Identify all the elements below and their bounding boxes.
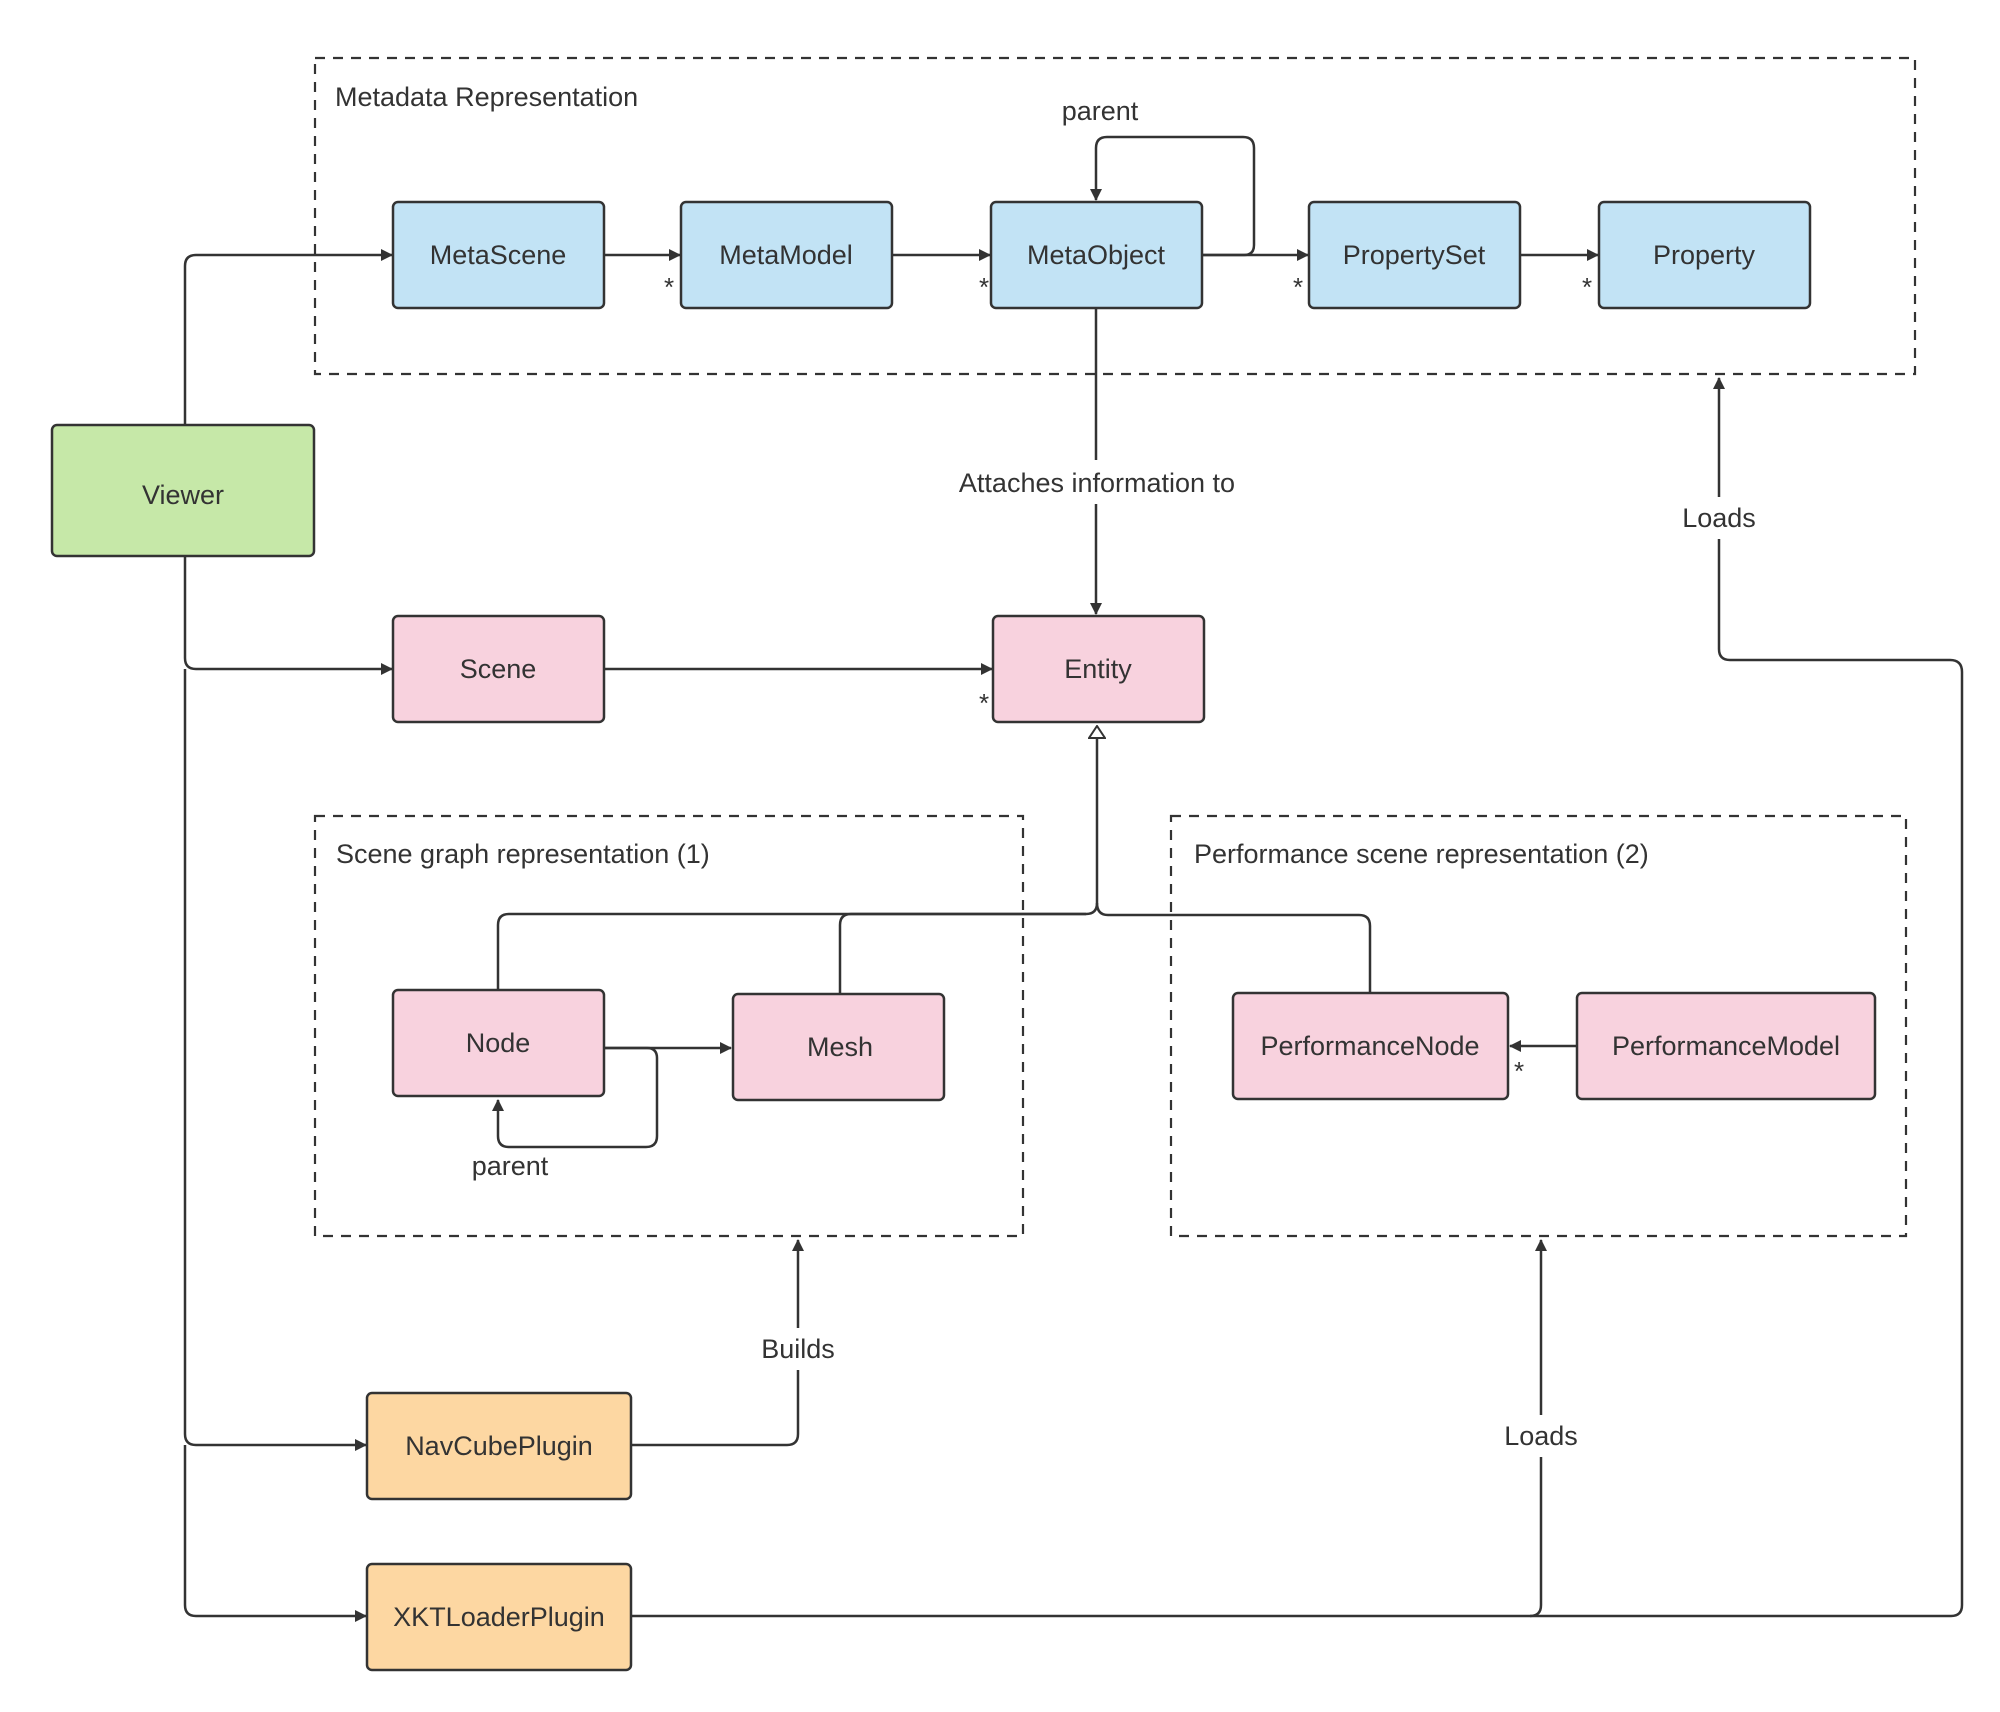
metaobject-parent-label: parent: [1062, 96, 1139, 126]
performancenode-box[interactable]: PerformanceNode: [1231, 991, 1510, 1101]
performancenode-label: PerformanceNode: [1260, 1031, 1479, 1061]
edge-node-parent-loop: [492, 1046, 659, 1149]
multiplicity-metaobject: *: [979, 272, 989, 302]
metadata-group-title: Metadata Representation: [335, 82, 638, 112]
edges: [183, 135, 1964, 1622]
multiplicity-propertyset: *: [1293, 272, 1303, 302]
scene-label: Scene: [460, 654, 537, 684]
metascene-label: MetaScene: [430, 240, 567, 270]
multiplicity-metamodel: *: [664, 272, 674, 302]
scene-graph-group-title: Scene graph representation (1): [336, 839, 710, 869]
performance-group-title: Performance scene representation (2): [1194, 839, 1649, 869]
node-parent-label: parent: [472, 1151, 549, 1181]
loads-metadata-label: Loads: [1682, 503, 1756, 533]
viewer-label: Viewer: [142, 480, 224, 510]
entity-box[interactable]: Entity: [991, 614, 1206, 724]
builds-label: Builds: [761, 1334, 835, 1364]
performance-scene-group: Performance scene representation (2): [1169, 814, 1908, 1238]
mesh-box[interactable]: Mesh: [731, 992, 946, 1102]
edge-viewer-scene: [183, 556, 393, 675]
multiplicity-performancenode: *: [1514, 1056, 1524, 1086]
property-box[interactable]: Property: [1597, 200, 1812, 310]
attaches-information-label: Attaches information to: [959, 468, 1235, 498]
metamodel-box[interactable]: MetaModel: [679, 200, 894, 310]
navcubeplugin-box[interactable]: NavCubePlugin: [365, 1391, 633, 1501]
metadata-representation-group: Metadata Representation: [313, 56, 1917, 376]
edge-performancenode-generalization: [1095, 902, 1372, 993]
xktloaderplugin-label: XKTLoaderPlugin: [393, 1602, 605, 1632]
propertyset-label: PropertySet: [1343, 240, 1486, 270]
loads-performance-label: Loads: [1504, 1421, 1578, 1451]
edge-viewer-metascene: [183, 249, 393, 425]
node-label: Node: [466, 1028, 531, 1058]
edge-xktloader-metadata: [1530, 377, 1964, 1618]
mesh-label: Mesh: [807, 1032, 873, 1062]
edge-navcube-builds: [631, 1239, 804, 1447]
metamodel-label: MetaModel: [719, 240, 853, 270]
property-label: Property: [1653, 240, 1756, 270]
edge-metaobject-parent-loop: [1090, 135, 1256, 257]
edge-xktloader-performance: [631, 1239, 1547, 1618]
navcubeplugin-label: NavCubePlugin: [405, 1431, 593, 1461]
entity-label: Entity: [1064, 654, 1132, 684]
scene-box[interactable]: Scene: [391, 614, 606, 724]
xktloaderplugin-box[interactable]: XKTLoaderPlugin: [365, 1562, 633, 1672]
performancemodel-label: PerformanceModel: [1612, 1031, 1840, 1061]
node-box[interactable]: Node: [391, 988, 606, 1098]
edge-labels: parent Attaches information to Loads par…: [472, 96, 1762, 1457]
performancemodel-box[interactable]: PerformanceModel: [1575, 991, 1877, 1101]
propertyset-box[interactable]: PropertySet: [1307, 200, 1522, 310]
metaobject-label: MetaObject: [1027, 240, 1166, 270]
viewer-box[interactable]: Viewer: [50, 423, 316, 558]
scene-graph-group: Scene graph representation (1): [313, 814, 1025, 1238]
metaobject-box[interactable]: MetaObject: [989, 200, 1204, 310]
multiplicity-property: *: [1582, 272, 1592, 302]
edge-viewer-navcube: [183, 669, 367, 1451]
edge-mesh-generalization: [838, 912, 1086, 994]
multiplicity-entity: *: [979, 688, 989, 718]
edge-viewer-xktloader: [183, 1445, 367, 1622]
metascene-box[interactable]: MetaScene: [391, 200, 606, 310]
